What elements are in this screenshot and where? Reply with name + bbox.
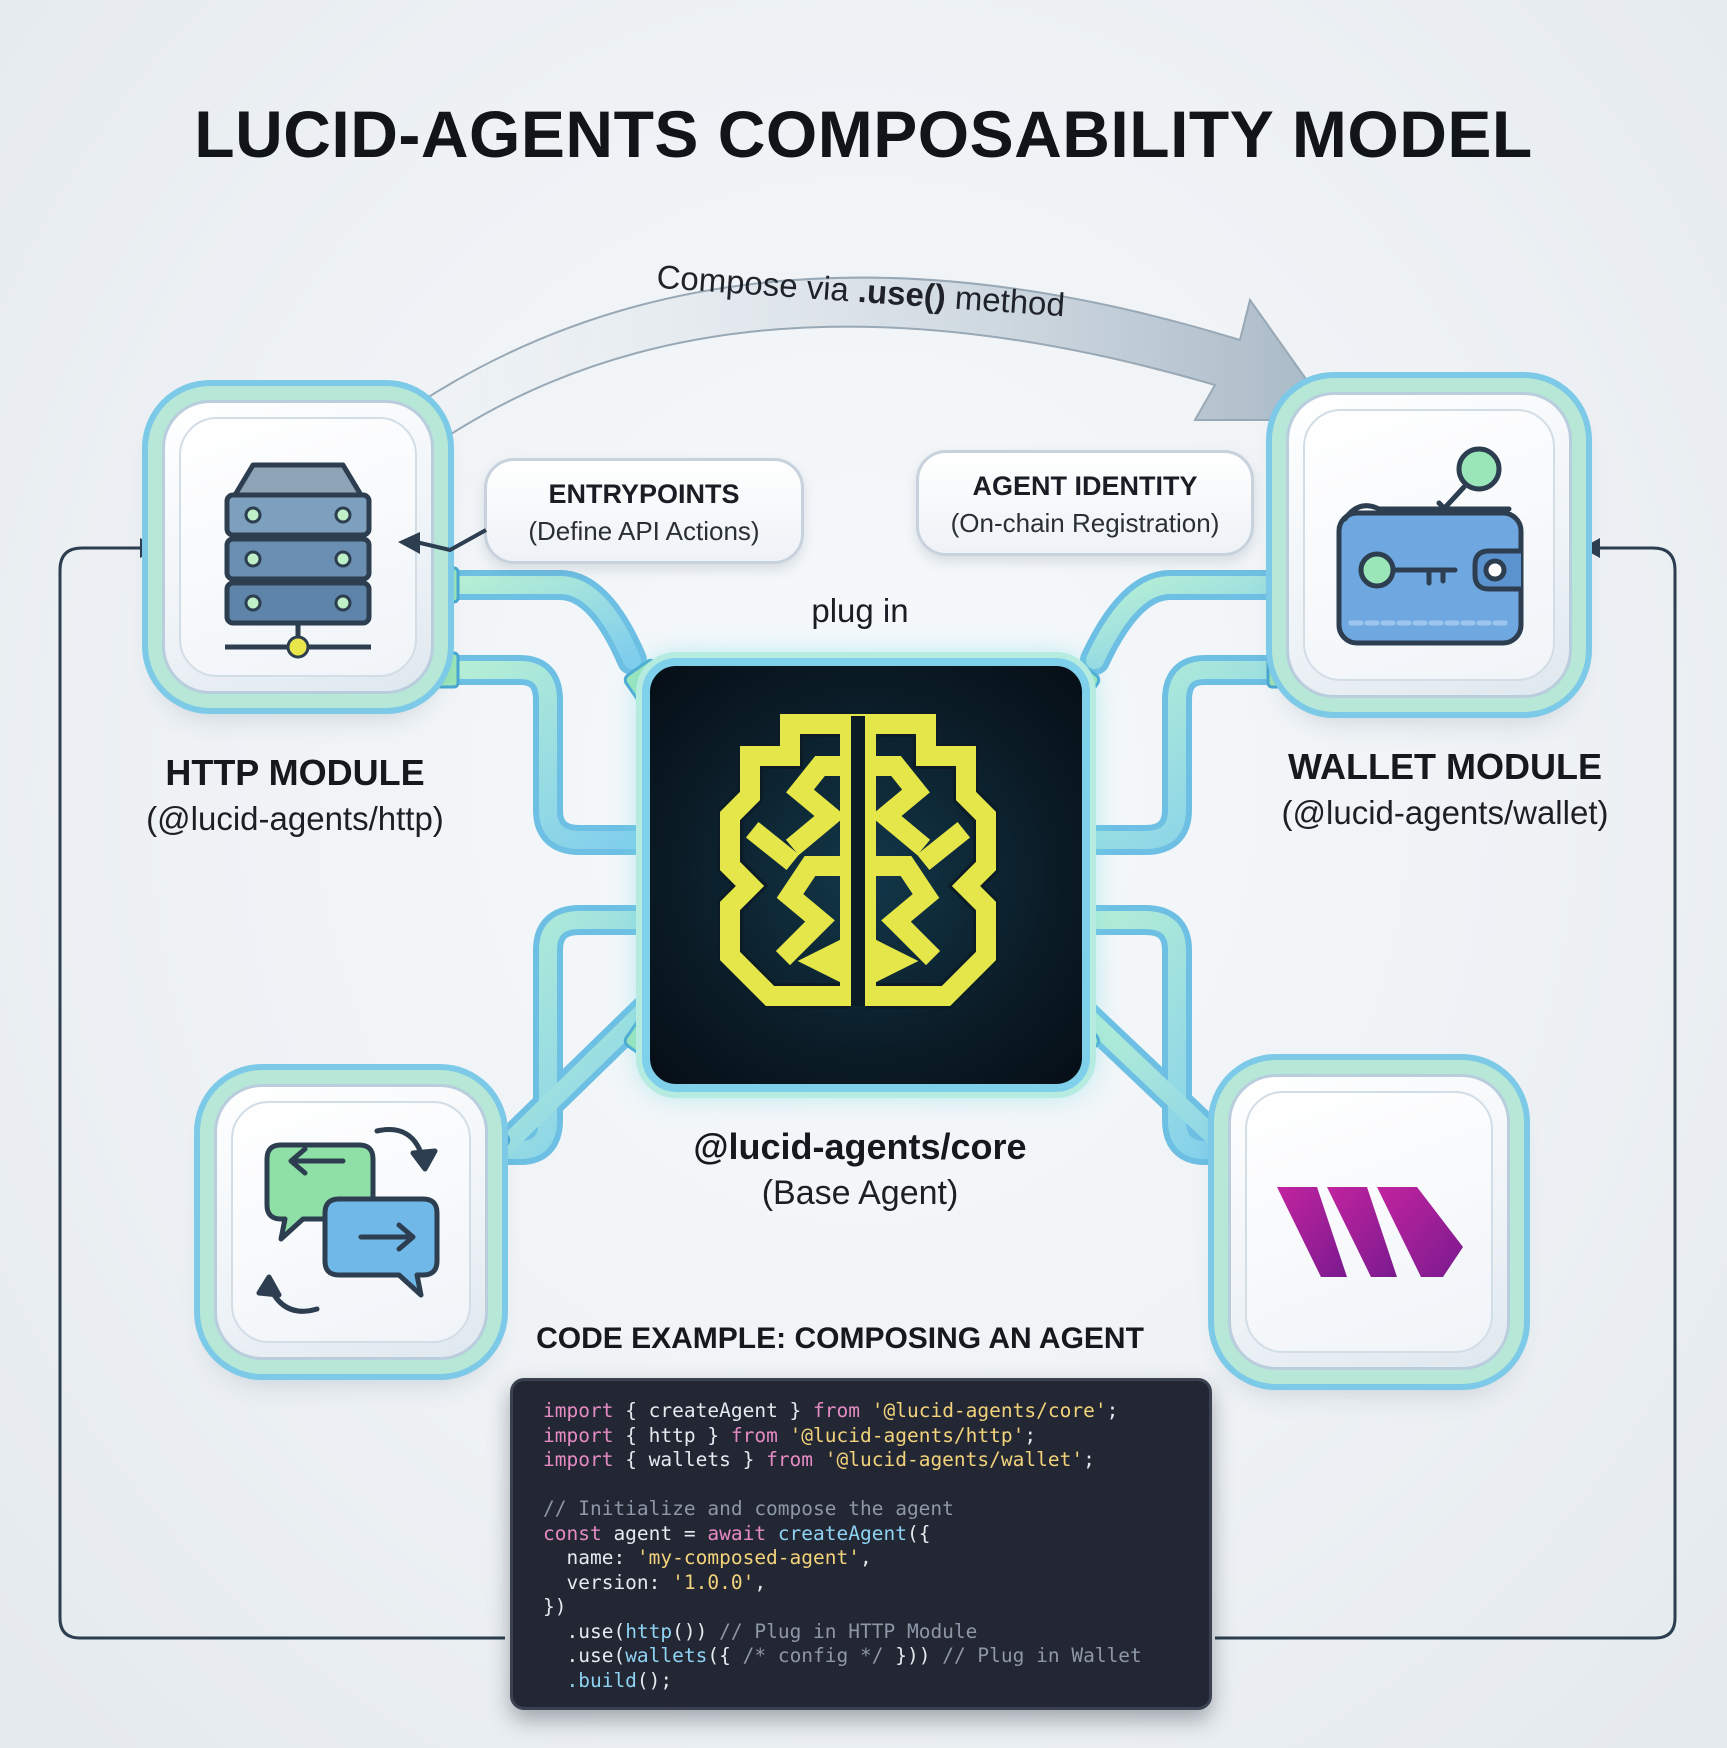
code-token: from (730, 1423, 778, 1447)
code-token: import (543, 1423, 614, 1447)
core-agent-chip[interactable] (642, 658, 1090, 1092)
code-line: .build(); (543, 1669, 1209, 1694)
code-block: import { createAgent } from '@lucid-agen… (510, 1378, 1212, 1710)
core-label: @lucid-agents/core (Base Agent) (560, 1126, 1160, 1213)
code-line: version: '1.0.0', (543, 1571, 1209, 1596)
right-loop-arrowhead (1582, 538, 1600, 558)
left-loop-arrowhead (140, 538, 158, 558)
code-token: await (707, 1521, 767, 1545)
code-token: ; (1106, 1399, 1119, 1422)
code-line: }) (543, 1595, 1209, 1620)
code-line (543, 1473, 1209, 1498)
plug-in-label: plug in (811, 592, 909, 629)
code-token: name: (543, 1546, 637, 1569)
code-line: // Initialize and compose the agent (543, 1497, 1209, 1522)
core-subtitle: (Base Agent) (761, 1174, 959, 1212)
code-token: '@lucid-agents/core' (860, 1399, 1107, 1422)
code-token: .use( (543, 1644, 626, 1667)
code-token: from (813, 1399, 861, 1422)
code-token: { createAgent } (613, 1399, 814, 1422)
code-token: // Plug in HTTP Module (719, 1619, 978, 1643)
entrypoints-title: ENTRYPOINTS (548, 479, 740, 509)
code-line: .use(http()) // Plug in HTTP Module (543, 1620, 1209, 1645)
brand-logo-icon (1277, 1187, 1463, 1277)
code-lines: import { createAgent } from '@lucid-agen… (543, 1399, 1209, 1693)
http-module-package: (@lucid-agents/http) (146, 800, 444, 837)
compose-suffix: method (944, 278, 1067, 324)
code-token: '@lucid-agents/http' (777, 1423, 1025, 1447)
code-token: http (625, 1619, 673, 1643)
chat-exchange-icon (256, 1127, 440, 1314)
wallet-module-package: (@lucid-agents/wallet) (1281, 794, 1609, 831)
code-token: 'my-composed-agent' (636, 1546, 860, 1569)
wallet-module-card[interactable] (1286, 392, 1572, 698)
code-token: // Plug in Wallet (942, 1644, 1142, 1667)
code-line: name: 'my-composed-agent', (543, 1546, 1209, 1571)
page-title: LUCID-AGENTS COMPOSABILITY MODEL (194, 97, 1533, 171)
agent-identity-callout: AGENT IDENTITY (On-chain Registration) (916, 450, 1254, 556)
code-token: { wallets } (613, 1448, 767, 1471)
code-token: (); (636, 1668, 673, 1692)
wallet-key-icon (1336, 446, 1524, 646)
agent-identity-title: AGENT IDENTITY (972, 471, 1198, 501)
code-token: wallets (625, 1644, 708, 1667)
code-token: .build (543, 1668, 637, 1692)
compose-method: .use() (856, 271, 948, 315)
code-token: ()) (672, 1619, 720, 1643)
code-example-title: CODE EXAMPLE: COMPOSING AN AGENT (536, 1322, 1144, 1355)
code-token: version: (543, 1570, 673, 1594)
code-token: }) (543, 1595, 567, 1618)
chat-module-card[interactable] (214, 1084, 488, 1360)
code-token: .use( (543, 1619, 626, 1643)
entrypoints-subtitle: (Define API Actions) (528, 516, 760, 546)
wallet-module-label: WALLET MODULE (@lucid-agents/wallet) (1220, 746, 1670, 832)
code-token: ; (1083, 1448, 1095, 1471)
right-loop-line (1215, 546, 1677, 1640)
code-token: ({ (707, 1644, 743, 1667)
code-token: , (859, 1546, 872, 1569)
code-token: const (543, 1521, 602, 1545)
http-module-label: HTTP MODULE (@lucid-agents/http) (80, 752, 510, 838)
code-token: ; (1024, 1423, 1037, 1447)
brain-circuit-icon (717, 711, 999, 1009)
code-token: /* config */ (742, 1644, 884, 1667)
code-line: const agent = await createAgent({ (543, 1522, 1209, 1547)
code-line: import { createAgent } from '@lucid-agen… (543, 1399, 1209, 1424)
code-token: agent = (601, 1521, 708, 1545)
code-token: // Initialize and compose the agent (543, 1497, 954, 1520)
agent-identity-subtitle: (On-chain Registration) (950, 508, 1220, 538)
code-token: import (543, 1448, 614, 1471)
code-token: '@lucid-agents/wallet' (813, 1448, 1084, 1471)
entrypoints-callout: ENTRYPOINTS (Define API Actions) (484, 458, 804, 564)
code-line: import { http } from '@lucid-agents/http… (543, 1424, 1209, 1449)
http-module-card[interactable] (162, 400, 434, 694)
code-token: import (543, 1399, 614, 1422)
http-module-title: HTTP MODULE (165, 752, 425, 793)
code-line: .use(wallets({ /* config */ })) // Plug … (543, 1644, 1209, 1669)
code-token: createAgent (766, 1521, 907, 1545)
code-line: import { wallets } from '@lucid-agents/w… (543, 1448, 1209, 1473)
wallet-module-title: WALLET MODULE (1288, 746, 1602, 787)
brand-module-card[interactable] (1228, 1074, 1510, 1370)
code-token: ({ (906, 1521, 931, 1545)
code-token: from (766, 1448, 814, 1471)
code-token: , (754, 1570, 767, 1594)
core-package: @lucid-agents/core (693, 1126, 1027, 1167)
code-token: })) (883, 1644, 943, 1667)
server-icon (224, 462, 372, 659)
left-loop-line (58, 546, 505, 1640)
entrypoints-pointer-arrow (398, 528, 487, 554)
code-token: { http } (613, 1423, 731, 1447)
code-token: '1.0.0' (672, 1570, 755, 1594)
